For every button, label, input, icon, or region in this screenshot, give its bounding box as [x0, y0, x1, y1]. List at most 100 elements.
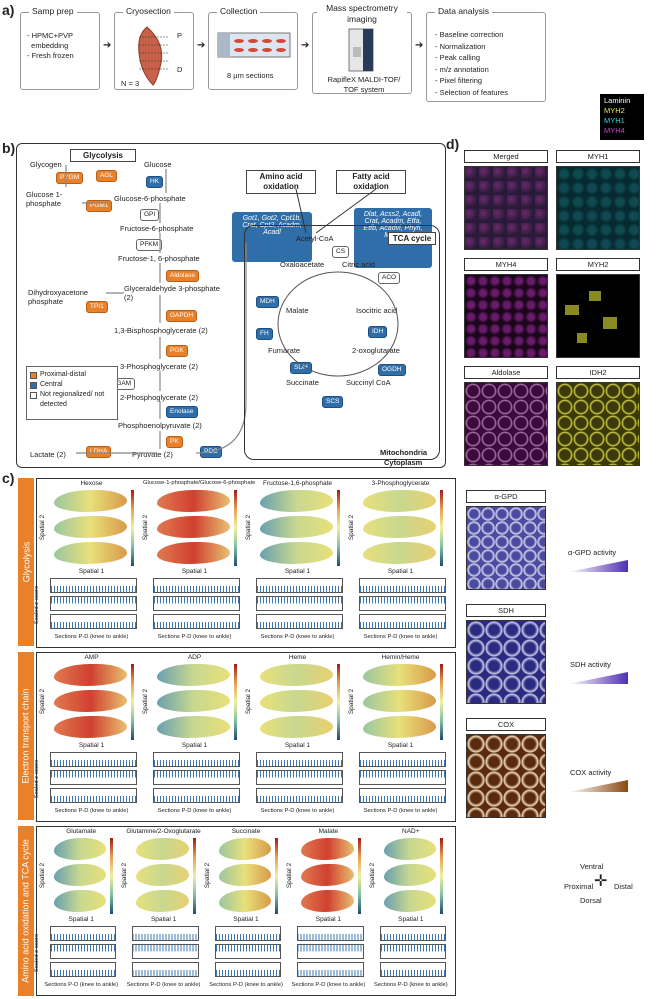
- enzyme-mdh: MDH: [256, 296, 279, 308]
- met-g3p: Glyceraldehyde 3-phosphate (2): [124, 284, 220, 302]
- image-idh2: [556, 382, 640, 466]
- image-merged: [464, 166, 548, 250]
- colorbar: [110, 838, 114, 914]
- zscore-bar-strip: [297, 944, 364, 959]
- met-lactate: Lactate (2): [30, 450, 66, 459]
- zscore-bar-strip: [359, 770, 446, 785]
- tissue-map: [301, 864, 354, 886]
- amino-title: Amino acid oxidation: [246, 170, 316, 194]
- tissue-map: [54, 542, 127, 564]
- compass-proximal: Proximal: [564, 882, 594, 891]
- y-axis-label: Spatial 2: [348, 514, 356, 541]
- zscore-bar-strip: [153, 788, 240, 803]
- sections-axis-label: Sections P-D (knee to ankle): [291, 982, 366, 988]
- compass-cross-icon: ✛: [594, 873, 608, 890]
- y-axis-label: Spatial 2: [142, 688, 150, 715]
- sections-axis-label: Sections P-D (knee to ankle): [157, 808, 232, 814]
- tissue-map: [260, 690, 333, 712]
- zscore-bar-strip: [256, 752, 343, 767]
- tissue-map: [157, 664, 230, 686]
- zscore-bar-strip: [153, 614, 240, 629]
- analysis-steps: - Baseline correction- Normalization- Pe…: [435, 30, 508, 97]
- enzyme-ldha: LDHA: [86, 446, 112, 458]
- tissue-map: [54, 490, 127, 512]
- sections-axis-label: Sections P-D (knee to ankle): [157, 634, 232, 640]
- mitochondria-frame: [244, 225, 440, 460]
- panel-b-label: b): [2, 140, 16, 156]
- step-data-analysis: Data analysis - Baseline correction- Nor…: [426, 6, 546, 102]
- amino-genes: Got1, Got2, Cpt1b, Crat, Cpt2, Acadm, Ac…: [232, 212, 312, 262]
- tissue-map: [363, 542, 436, 564]
- met-g6p: Glucose-6-phosphate: [114, 194, 186, 203]
- sdh-activity: SDH activity: [570, 660, 611, 669]
- sample-count: N = 3: [121, 79, 140, 88]
- sections-axis-label: Sections P-D (knee to ankle): [260, 634, 335, 640]
- sections-axis-label: Sections P-D (knee to ankle): [209, 982, 283, 988]
- tissue-map: [54, 664, 127, 686]
- step-title: Mass spectrometry imaging: [317, 3, 407, 25]
- zscore-bar-strip: [379, 944, 446, 959]
- colorbar: [131, 490, 134, 566]
- zscore-bar-strip: [379, 962, 446, 977]
- pathway-legend: Proximal-distal Central Not regionalized…: [26, 366, 118, 420]
- tissue-map: [260, 664, 333, 686]
- zscore-bar-strip: [297, 926, 364, 941]
- tissue-map: [363, 716, 436, 738]
- tile-label-myh4: MYH4: [464, 258, 548, 271]
- sections-axis-label: Sections P-D (knee to ankle): [126, 982, 201, 988]
- tissue-map: [260, 516, 333, 538]
- sections-axis-label: Sections P-D (knee to ankle): [363, 634, 438, 640]
- cox-activity: COX activity: [570, 768, 612, 777]
- instrument-name: RapifleX MALDI-TOF/TOF system: [327, 75, 401, 94]
- legend-myh4: MYH4: [604, 126, 625, 135]
- zscore-bar-strip: [214, 944, 282, 959]
- step-cryosection: Cryosection P D N = 3: [114, 6, 194, 90]
- tissue-map: [383, 890, 436, 912]
- x-axis-label: Spatial 1: [78, 742, 105, 749]
- met-glycogen: Glycogen: [30, 160, 62, 169]
- zscore-bar-strip: [153, 752, 240, 767]
- tissue-map: [157, 542, 230, 564]
- zscore-bar-strip: [132, 962, 199, 977]
- step-title: Data analysis: [435, 6, 493, 17]
- section-frame: [36, 826, 456, 996]
- x-axis-label: Spatial 1: [78, 568, 105, 575]
- enzyme-pfkm: PFKM: [136, 239, 163, 251]
- arrow-icon: ➔: [415, 40, 424, 51]
- y-axis-label: Spatial 2: [121, 862, 129, 889]
- met-3pg: 3-Phosphoglycerate (2): [120, 362, 198, 371]
- tissue-map: [363, 664, 436, 686]
- met-g1p: Glucose 1-phosphate: [26, 190, 63, 208]
- plot-title: Succinate: [231, 828, 261, 835]
- zscore-bar-strip: [50, 962, 117, 977]
- stain-legend: Laminin MYH2 MYH1 MYH4: [600, 94, 644, 140]
- legend-label: Not regionalized/ not detected: [40, 391, 105, 408]
- colorbar: [131, 664, 134, 740]
- tissue-map: [363, 516, 436, 538]
- section-thickness: 8 µm sections: [227, 71, 274, 80]
- tissue-map: [54, 890, 107, 912]
- panel-d-label: d): [446, 136, 460, 152]
- sdh-wedge: [568, 672, 628, 684]
- enzyme-enolase: Enolase: [166, 406, 198, 418]
- plot-title: AMP: [84, 654, 99, 661]
- tissue-map: [157, 490, 230, 512]
- zscore-axis-label: Scaled z-score: [34, 585, 41, 625]
- met-acetylcoa: Acetyl-CoA: [296, 234, 334, 243]
- x-axis-label: Spatial 1: [398, 916, 424, 923]
- sidebar-tca: Amino acid oxidation and TCA cycle: [18, 826, 34, 996]
- tissue-map: [260, 542, 333, 564]
- y-axis-label: Spatial 2: [348, 688, 356, 715]
- zscore-bar-strip: [50, 614, 137, 629]
- zscore-bar-strip: [256, 788, 343, 803]
- met-dhap: Dihydroxyacetone phosphate: [28, 288, 89, 306]
- tissue-map: [301, 890, 354, 912]
- tissue-map: [363, 490, 436, 512]
- compass-dorsal: Dorsal: [580, 896, 602, 905]
- met-bpg: 1,3-Bisphosphoglycerate (2): [114, 326, 208, 335]
- image-myh2: [556, 274, 640, 358]
- enzyme-sdh: SDH: [290, 362, 312, 374]
- mito-label: Mitochondria: [380, 448, 428, 457]
- tissue-map: [136, 838, 189, 860]
